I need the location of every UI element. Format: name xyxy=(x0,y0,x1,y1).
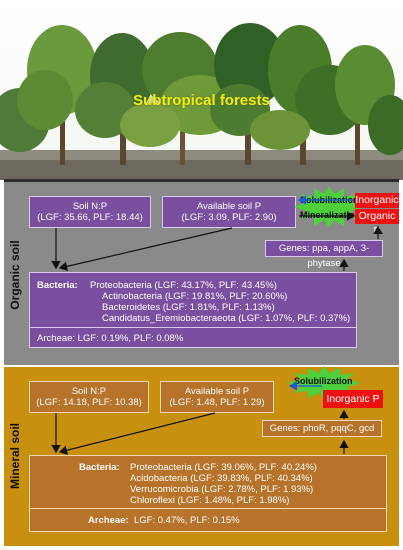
mineral-bacteria-item: Acidobacteria (LGF: 39.83%, PLF: 40.34%) xyxy=(130,473,313,484)
organic-genes-box: Genes: ppa, appA, 3-phytase xyxy=(265,240,383,269)
organic-bacteria-label: Bacteria: xyxy=(37,280,78,291)
mineral-genes-text: Genes: phoR, pqqC, gcd xyxy=(269,423,375,434)
mineral-soil-np-name: Soil N:P xyxy=(71,386,107,397)
mineral-archeae-label: Archeae: xyxy=(88,515,129,526)
organic-soil-np-box: Soil N:P (LGF: 35.66, PLF: 18.44) xyxy=(29,196,151,228)
mineral-available-p-values: (LGF: 1.48, PLF: 1.29) xyxy=(169,397,265,408)
mineral-bacteria-item: Chloroflexi (LGF: 1.48%, PLF: 1.98%) xyxy=(130,495,290,506)
mineral-soil-np-values: (LGF: 14.18, PLF: 10.38) xyxy=(36,397,142,408)
mineral-solubilization-label: Solubilization xyxy=(294,376,353,386)
organic-mineralization-label: Mineralization xyxy=(300,210,361,220)
mineral-bacteria-item: Proteobacteria (LGF: 39.06%, PLF: 40.24%… xyxy=(130,462,317,473)
organic-organic-p-box: Organic P xyxy=(355,209,399,237)
organic-microbes-box: Bacteria: Proteobacteria (LGF: 43.17%, P… xyxy=(29,272,357,348)
organic-available-p-box: Available soil P (LGF: 3.09, PLF: 2.90) xyxy=(162,196,296,228)
mineral-archeae-text: LGF: 0.47%, PLF: 0.15% xyxy=(134,515,240,526)
mineral-divider xyxy=(30,508,386,509)
organic-p-arrow xyxy=(58,227,233,272)
mineral-inorganic-p-box: Inorganic P xyxy=(323,390,383,408)
mineral-available-p-name: Available soil P xyxy=(184,386,250,397)
organic-bacteria-list: Proteobacteria (LGF: 43.17%, PLF: 43.45%… xyxy=(90,280,350,324)
diagram-title: Subtropical forests xyxy=(133,92,270,109)
forest-illustration xyxy=(0,0,403,180)
organic-available-p-values: (LGF: 3.09, PLF: 2.90) xyxy=(181,212,277,223)
organic-bacteria-item: Candidatus_Eremiobacteraeota (LGF: 1.07%… xyxy=(102,313,351,324)
mineral-bacteria-label: Bacteria: xyxy=(79,462,120,473)
organic-genes-text: Genes: ppa, appA, 3-phytase xyxy=(278,243,370,269)
mineral-available-p-box: Available soil P (LGF: 1.48, PLF: 1.29) xyxy=(160,381,274,413)
mineral-soil-np-box: Soil N:P (LGF: 14.18, PLF: 10.38) xyxy=(29,381,149,413)
organic-soil-np-values: (LGF: 35.66, PLF: 18.44) xyxy=(37,212,143,223)
mineral-genes-box: Genes: phoR, pqqC, gcd xyxy=(262,420,382,437)
organic-available-p-name: Available soil P xyxy=(196,201,262,212)
mineral-bacteria-list: Proteobacteria (LGF: 39.06%, PLF: 40.24%… xyxy=(130,462,317,506)
organic-bacteria-item: Bacteroidetes (LGF: 1.81%, PLF: 1.13%) xyxy=(102,302,275,313)
organic-archeae-text: Archeae: LGF: 0.19%, PLF: 0.08% xyxy=(37,333,184,344)
organic-burst-shape xyxy=(294,186,364,228)
organic-transformation-burst xyxy=(294,186,364,228)
mineral-microbes-box: Bacteria: Proteobacteria (LGF: 39.06%, P… xyxy=(29,455,387,532)
mineral-bacteria-item: Verrucomicrobia (LGF: 2.78%, PLF: 1.93%) xyxy=(130,484,314,495)
organic-soil-np-name: Soil N:P xyxy=(72,201,108,212)
organic-bacteria-item: Actinobacteria (LGF: 19.81%, PLF: 20.60%… xyxy=(102,291,288,302)
mineral-p-arrow xyxy=(58,412,216,455)
mineral-transformation-burst xyxy=(287,366,361,400)
organic-divider xyxy=(30,327,356,328)
mineral-burst-shape xyxy=(287,366,361,400)
soil-surface-line xyxy=(4,179,399,182)
organic-bacteria-item: Proteobacteria (LGF: 43.17%, PLF: 43.45%… xyxy=(90,280,277,291)
